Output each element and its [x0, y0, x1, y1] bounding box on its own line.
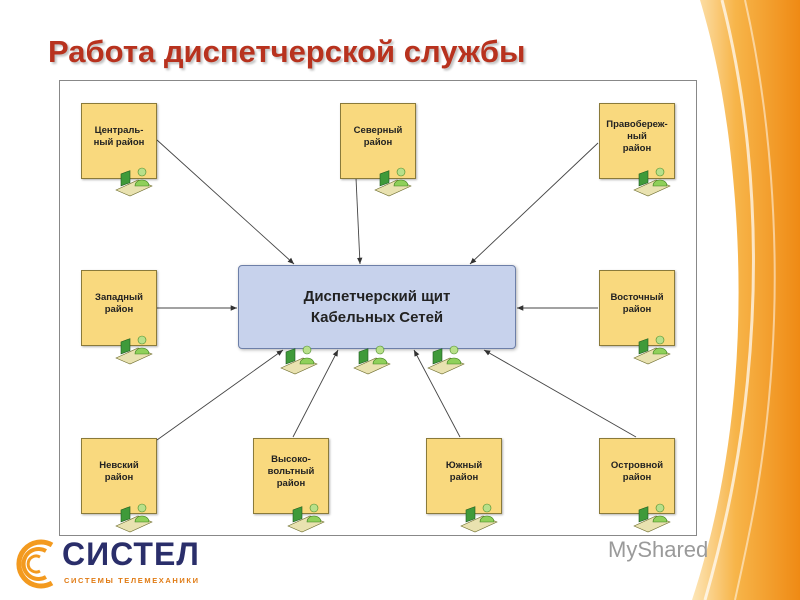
district-node-east: Восточный район: [599, 270, 675, 346]
district-label: Правобереж- ный район: [606, 119, 668, 154]
district-label: Островной район: [610, 460, 664, 483]
arrow-nevsky: [156, 349, 284, 441]
district-node-central: Централь- ный район: [81, 103, 157, 179]
page-title: Работа диспетчерской службы: [48, 34, 526, 69]
district-node-rightbank: Правобереж- ный район: [599, 103, 675, 179]
district-node-island: Островной район: [599, 438, 675, 514]
arrow-north: [355, 177, 363, 265]
district-label: Невский район: [99, 460, 139, 483]
central-dispatch-node: Диспетчерский щит Кабельных Сетей: [238, 265, 516, 349]
central-dispatch-label: Диспетчерский щит Кабельных Сетей: [303, 288, 451, 326]
logo-name: СИСТЕЛ: [62, 536, 200, 572]
watermark-text: MyShared: [608, 537, 709, 562]
district-node-south: Южный район: [426, 438, 502, 514]
district-label: Восточный район: [610, 292, 664, 315]
district-label: Западный район: [95, 292, 143, 315]
logo-tagline: СИСТЕМЫ ТЕЛЕМЕХАНИКИ: [64, 576, 200, 585]
district-node-west: Западный район: [81, 270, 157, 346]
arrow-central: [156, 139, 295, 265]
district-label: Централь- ный район: [93, 125, 145, 148]
district-label: Высоко- вольтный район: [267, 454, 315, 489]
district-node-north: Северный район: [340, 103, 416, 179]
arrow-island: [483, 349, 637, 438]
arrow-highvolt: [292, 349, 339, 438]
district-node-highvolt: Высоко- вольтный район: [253, 438, 329, 514]
district-node-nevsky: Невский район: [81, 438, 157, 514]
district-label: Южный район: [445, 460, 483, 483]
district-label: Северный район: [353, 125, 403, 148]
arrow-south: [413, 349, 461, 438]
arrow-rightbank: [469, 142, 599, 265]
